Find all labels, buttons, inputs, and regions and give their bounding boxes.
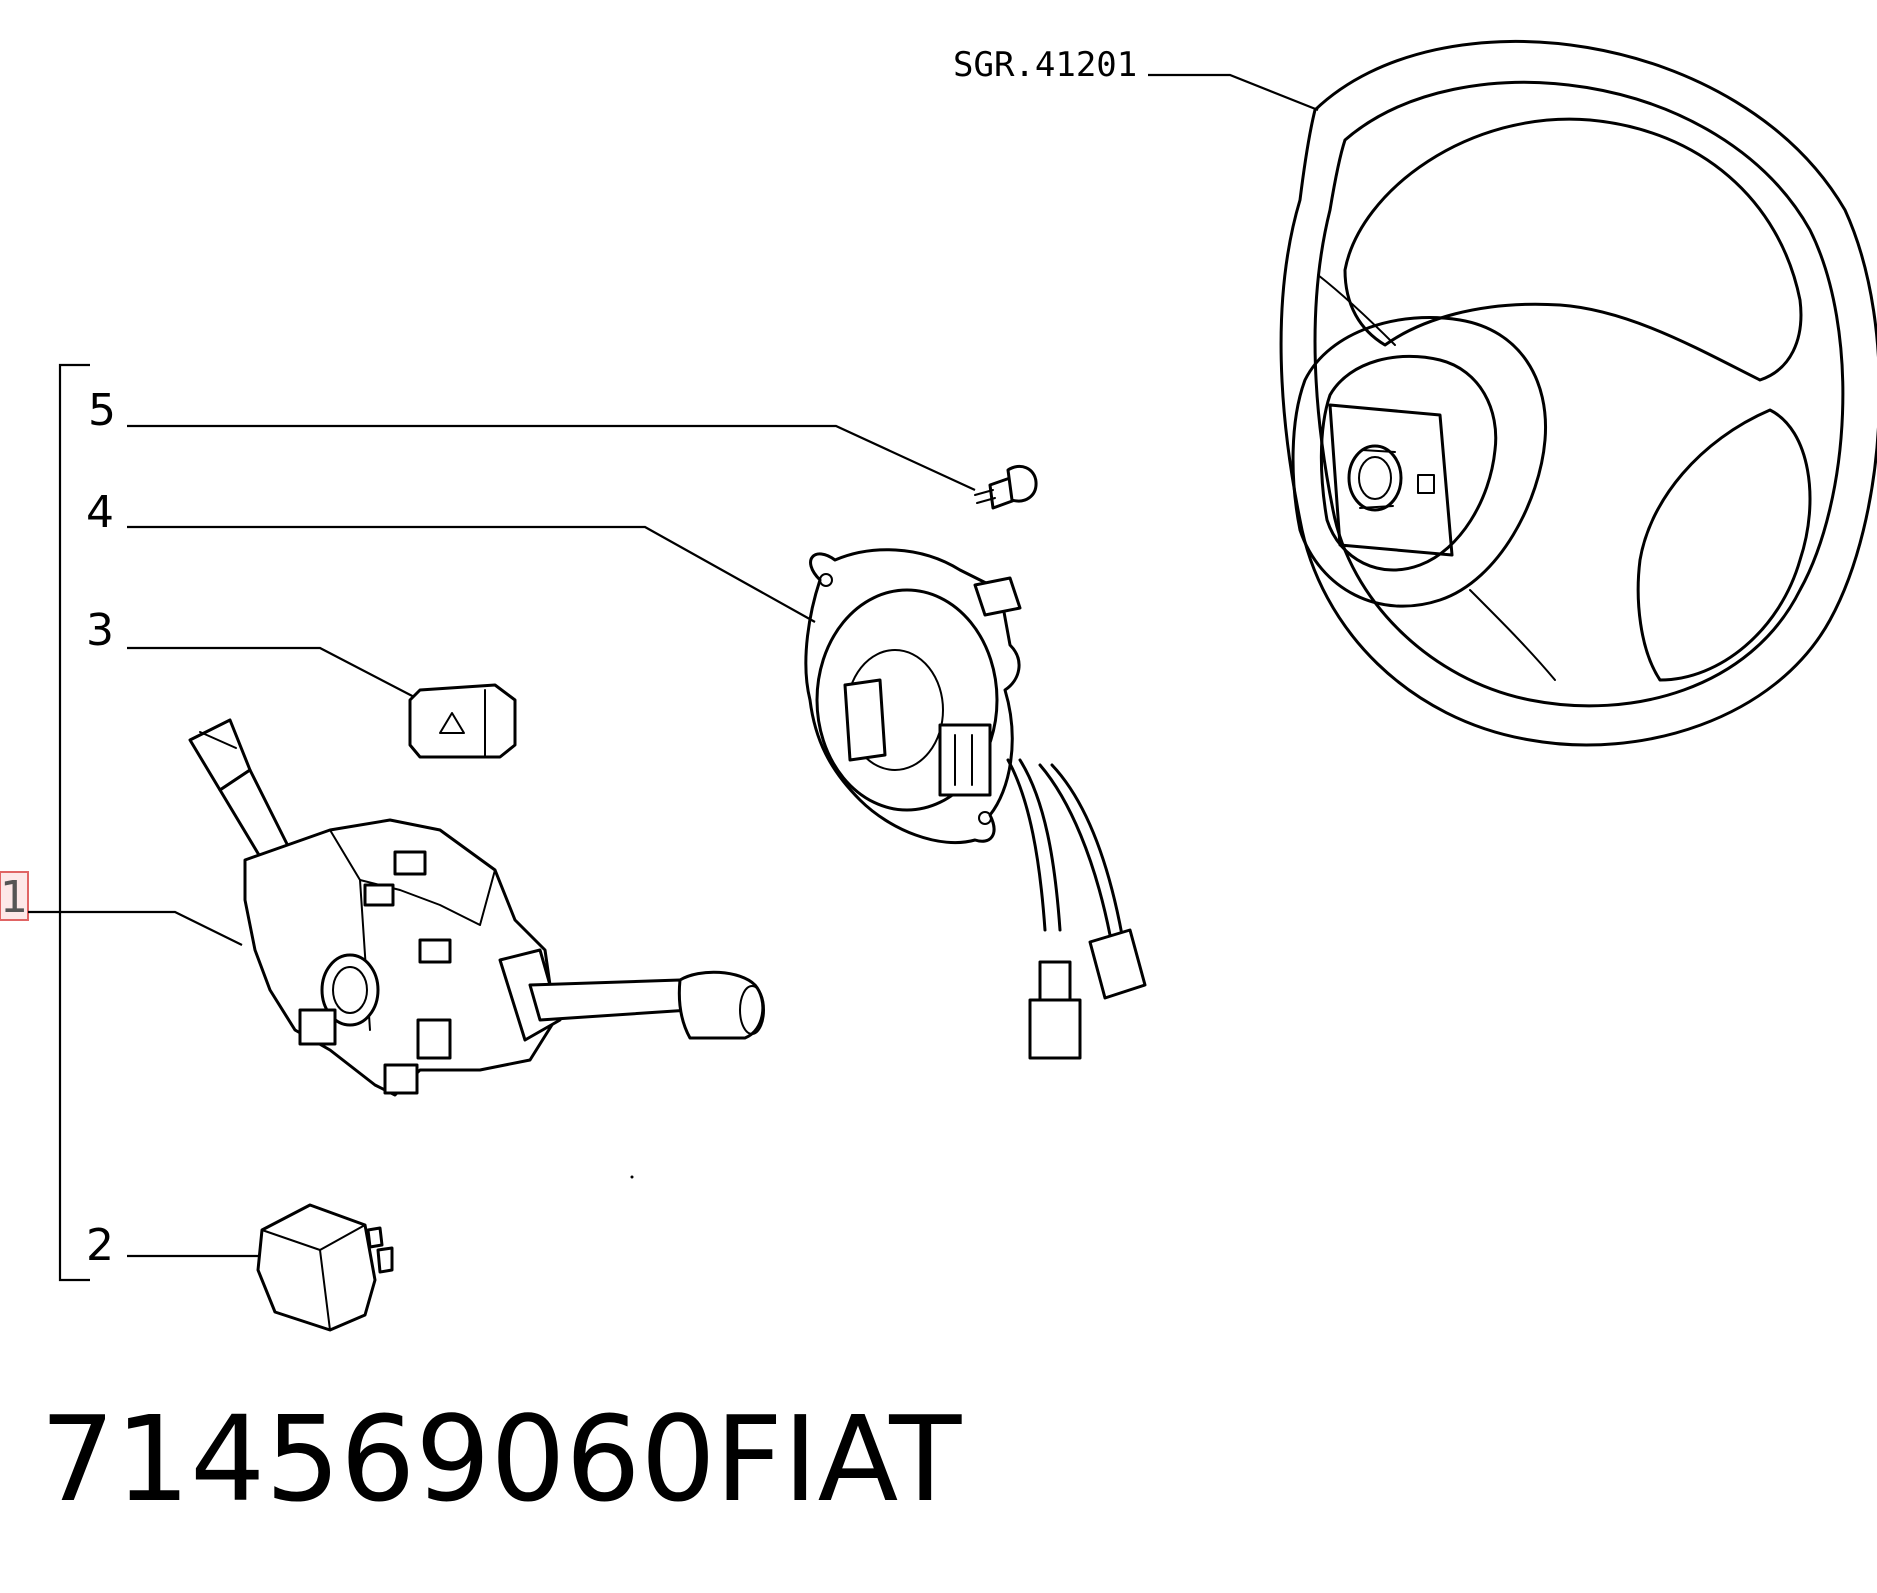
- item-bracket: [58, 363, 90, 1282]
- leader-4: [127, 525, 816, 623]
- leader-reference: [1148, 73, 1319, 112]
- callout-3: 3: [86, 605, 114, 656]
- leader-5: [127, 424, 976, 491]
- leader-1: [28, 910, 243, 946]
- combination-switch: [188, 718, 765, 1097]
- leader-3: [127, 646, 421, 701]
- screw: [974, 465, 1038, 510]
- part-number: 714569060: [40, 1390, 716, 1528]
- callout-5: 5: [88, 385, 116, 436]
- callout-1: 1: [0, 872, 28, 923]
- relay: [256, 1203, 394, 1332]
- reference-label: SGR.41201: [953, 45, 1137, 85]
- callout-1-highlight: [0, 871, 29, 921]
- hazard-switch: [408, 683, 517, 759]
- callout-2: 2: [86, 1220, 114, 1271]
- callout-4: 4: [86, 487, 114, 538]
- steering-wheel: [1279, 39, 1877, 747]
- brand-name: FIAT: [715, 1390, 962, 1528]
- clock-spring: [804, 548, 1147, 1060]
- stray-dot: [630, 1175, 634, 1179]
